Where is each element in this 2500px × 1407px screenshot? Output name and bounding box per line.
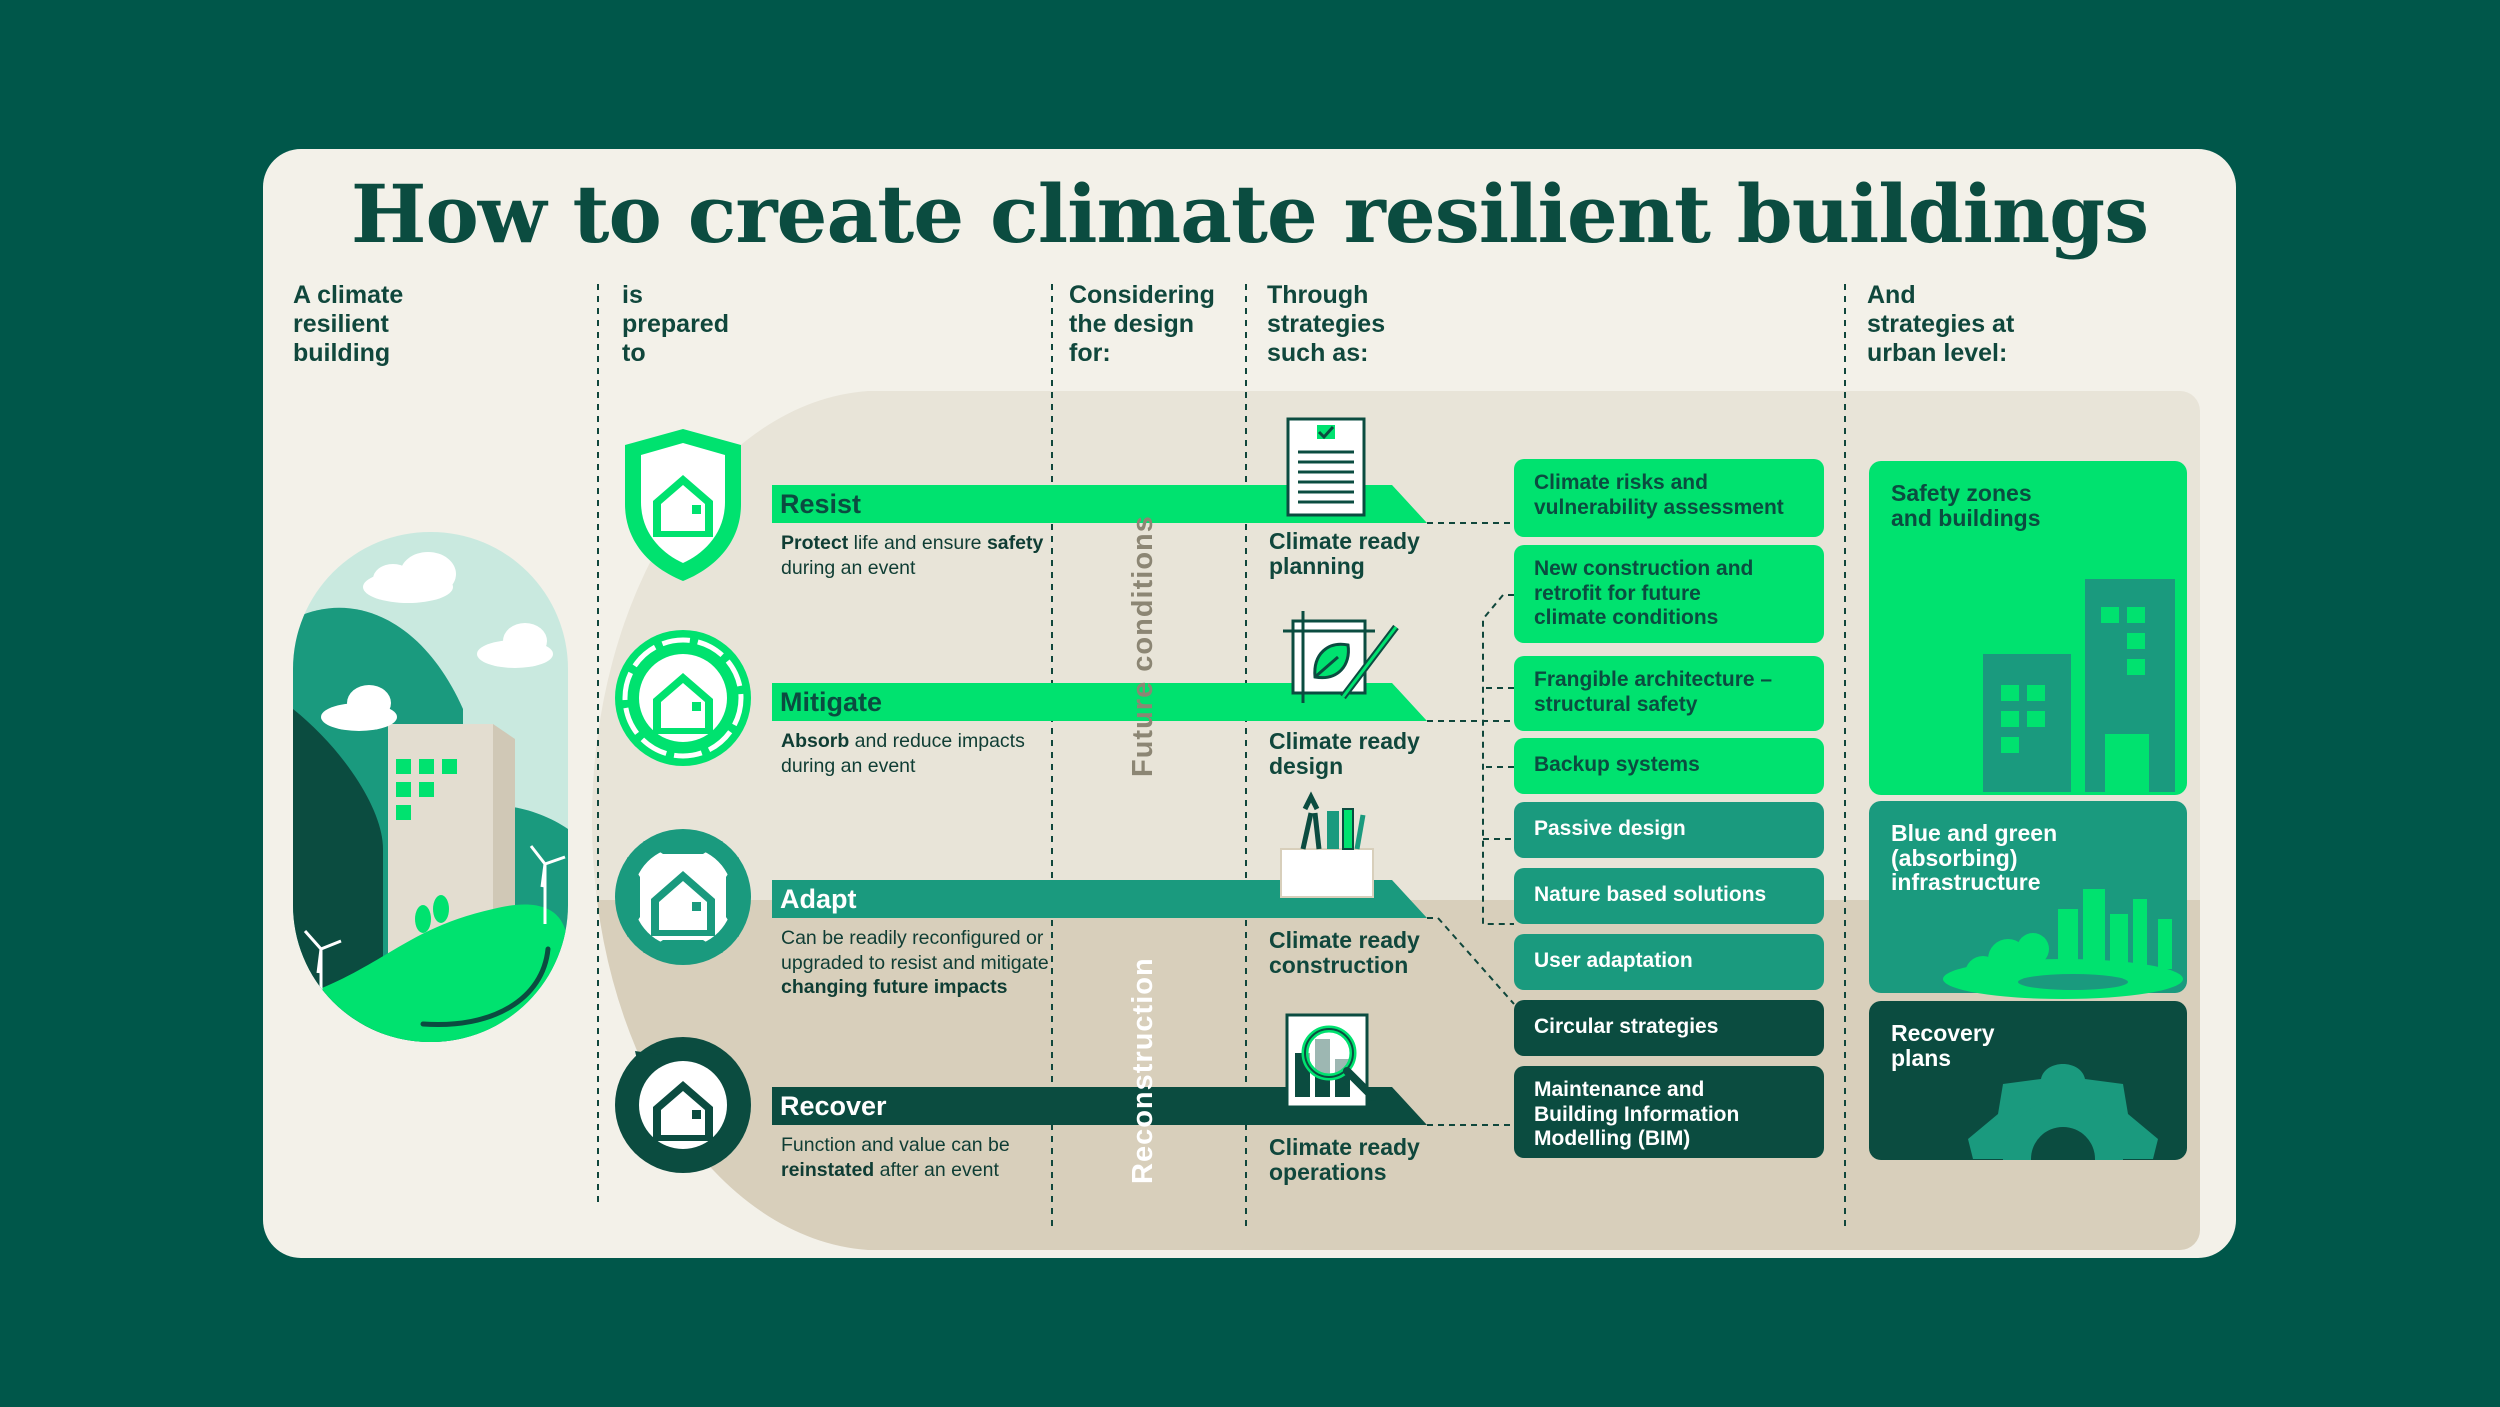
- arrows-house-icon: [615, 829, 751, 965]
- approach-box-6: User adaptation: [1514, 934, 1824, 990]
- stage-desc-resist: Protect life and ensure safety during an…: [781, 532, 1044, 579]
- approach-box-5: Nature based solutions: [1514, 868, 1824, 924]
- approach-box-7: Circular strategies: [1514, 1000, 1824, 1056]
- building-illustration: [293, 532, 568, 1042]
- column-header-building: A climate resilient building: [293, 281, 404, 367]
- stage-title-mitigate: Mitigate: [780, 687, 883, 717]
- urban-box-0: Safety zones and buildings: [1869, 461, 2187, 795]
- stage-title-adapt: Adapt: [780, 884, 857, 914]
- urban-label-2: Recovery plans: [1891, 1020, 1995, 1071]
- approach-box-3: Backup systems: [1514, 738, 1824, 794]
- resist-bar: [772, 485, 1427, 523]
- stage-desc-mitigate: Absorb and reduce impacts during an even…: [781, 730, 1025, 777]
- urban-box-2: Recovery plans: [1869, 1001, 2187, 1160]
- column-header-through: Through strategies such as:: [1267, 281, 1386, 367]
- strategy-label-0: Climate ready planning: [1269, 528, 1420, 579]
- column-header-urban: And strategies at urban level:: [1867, 281, 2015, 367]
- column-header-prepared: is prepared to: [622, 281, 729, 367]
- stage-desc-adapt: Can be readily reconfigured or upgraded …: [781, 927, 1049, 998]
- shield-house-icon: [625, 429, 741, 581]
- column-header-considering: Considering the design for:: [1069, 281, 1215, 367]
- cycle-house-icon: [615, 1037, 751, 1173]
- connector-lines: [1427, 522, 1515, 1126]
- approach-box-0: Climate risks and vulnerability assessme…: [1514, 459, 1824, 537]
- approach-box-4: Passive design: [1514, 802, 1824, 858]
- approach-box-8: Maintenance and Building Information Mod…: [1514, 1066, 1824, 1158]
- leaf-drawing-icon: [1283, 611, 1399, 703]
- mitigate-bar: [772, 683, 1427, 721]
- column-dividers: [597, 284, 1846, 1229]
- magnifier-chart-icon: [1285, 1013, 1377, 1109]
- approach-box-2: Frangible architecture – structural safe…: [1514, 656, 1824, 731]
- page-title: How to create climate resilient building…: [350, 167, 2149, 261]
- adapt-bar: [772, 880, 1427, 918]
- toolbox-icon: [1280, 791, 1374, 898]
- approach-box-1: New construction and retrofit for future…: [1514, 545, 1824, 643]
- strategy-label-2: Climate ready construction: [1269, 927, 1420, 978]
- urban-label-0: Safety zones and buildings: [1891, 480, 2041, 531]
- infographic-card: How to create climate resilient building…: [263, 149, 2236, 1258]
- stage-title-recover: Recover: [780, 1091, 887, 1121]
- target-house-icon: [615, 630, 751, 766]
- recover-bar: [772, 1087, 1427, 1125]
- stage-title-resist: Resist: [780, 489, 862, 519]
- checklist-document-icon: [1286, 417, 1366, 517]
- strategy-label-3: Climate ready operations: [1269, 1134, 1420, 1185]
- stage-desc-recover: Function and value can be reinstated aft…: [781, 1134, 1010, 1181]
- stage-bars: [772, 485, 1427, 1125]
- urban-box-1: Blue and green (absorbing) infrastructur…: [1869, 801, 2187, 993]
- strategy-label-1: Climate ready design: [1269, 728, 1420, 779]
- urban-label-1: Blue and green (absorbing) infrastructur…: [1891, 820, 2058, 895]
